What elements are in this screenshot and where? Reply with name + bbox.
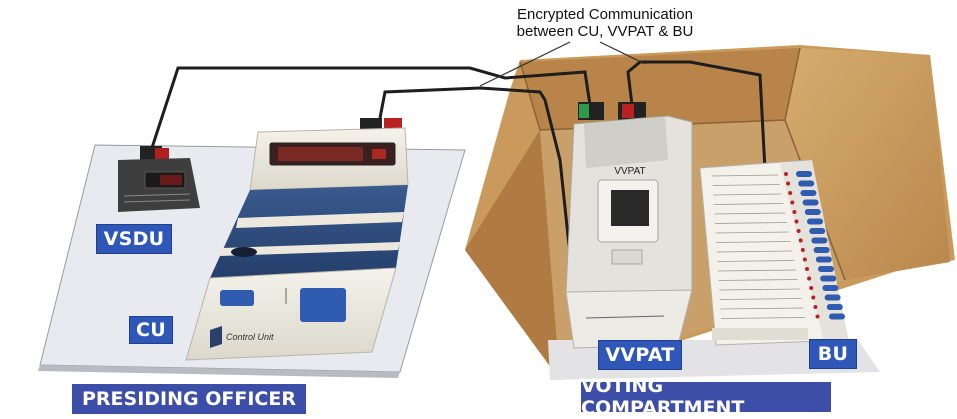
annotation-pointer-lines [479, 41, 646, 87]
encrypted-communication-note: Encrypted Communication between CU, VVPA… [470, 6, 740, 40]
ballot-row-line [715, 231, 789, 234]
ballot-lamp [807, 276, 812, 281]
vsdu-device [118, 146, 200, 212]
ballot-row-line [714, 222, 788, 224]
ballot-button [818, 266, 834, 272]
ballot-button [798, 180, 815, 187]
ballot-button [800, 190, 817, 196]
ballot-button [807, 218, 823, 225]
cu-label: CU [129, 316, 173, 344]
ballot-lamp [800, 248, 805, 252]
ballot-row-line [713, 193, 782, 196]
ballot-unit-buttons [711, 171, 845, 320]
bu-label: BU [809, 339, 857, 369]
vvpat-label: VVPAT [598, 340, 682, 370]
ballot-button [815, 256, 832, 263]
ballot-unit [699, 159, 849, 346]
ballot-row-line [719, 298, 802, 300]
ballot-button [804, 209, 821, 215]
ballot-row-line [717, 260, 795, 262]
ballot-button [822, 285, 839, 291]
ballot-lamp [788, 191, 793, 195]
presiding-officer-bar: PRESIDING OFFICER [72, 384, 306, 414]
ballot-button [829, 313, 845, 320]
connecting-cables [146, 60, 767, 256]
ballot-row-line [714, 212, 786, 215]
ballot-button [826, 304, 843, 310]
ballot-lamp [802, 257, 807, 262]
ballot-lamp [813, 305, 818, 309]
vsdu-label: VSDU [96, 224, 172, 254]
ballot-row-line [720, 307, 804, 310]
vvpat-device: VVPAT [565, 102, 693, 349]
ballot-row-line [712, 184, 780, 186]
ballot-lamp [815, 314, 820, 319]
ballot-lamp [784, 172, 788, 176]
ballot-lamp [811, 295, 816, 300]
ballot-row-line [719, 288, 800, 291]
ballot-button [796, 171, 812, 177]
cu-brand-text: Control Unit [226, 332, 274, 342]
control-unit: Control Unit [185, 118, 409, 361]
voting-compartment-bar: VOTING COMPARTMENT [581, 375, 831, 419]
ballot-row-line [711, 174, 779, 177]
ballot-button [811, 237, 828, 244]
ballot-lamp [796, 229, 801, 233]
ballot-row-line [716, 241, 791, 243]
ballot-lamp [805, 267, 809, 271]
ballot-row-line [713, 203, 784, 205]
annotation-line-1: Encrypted Communication [517, 6, 693, 23]
ballot-lamp [798, 238, 803, 243]
ballot-row-line [717, 269, 797, 272]
ballot-row-line [720, 317, 806, 319]
ballot-button [813, 247, 830, 253]
ballot-lamp [786, 181, 791, 186]
ballot-lamp [792, 210, 797, 214]
ballot-button [820, 275, 837, 282]
ballot-button [824, 294, 841, 301]
ballot-row-line [718, 279, 798, 281]
vvpat-window-text: VVPAT [614, 166, 645, 177]
ballot-row-line [716, 250, 793, 253]
ballot-lamp [794, 219, 799, 224]
ballot-button [809, 228, 826, 234]
ballot-button [802, 199, 819, 206]
ballot-lamp [790, 200, 795, 205]
annotation-line-2: between CU, VVPAT & BU [516, 23, 694, 40]
ballot-lamp [809, 286, 814, 290]
